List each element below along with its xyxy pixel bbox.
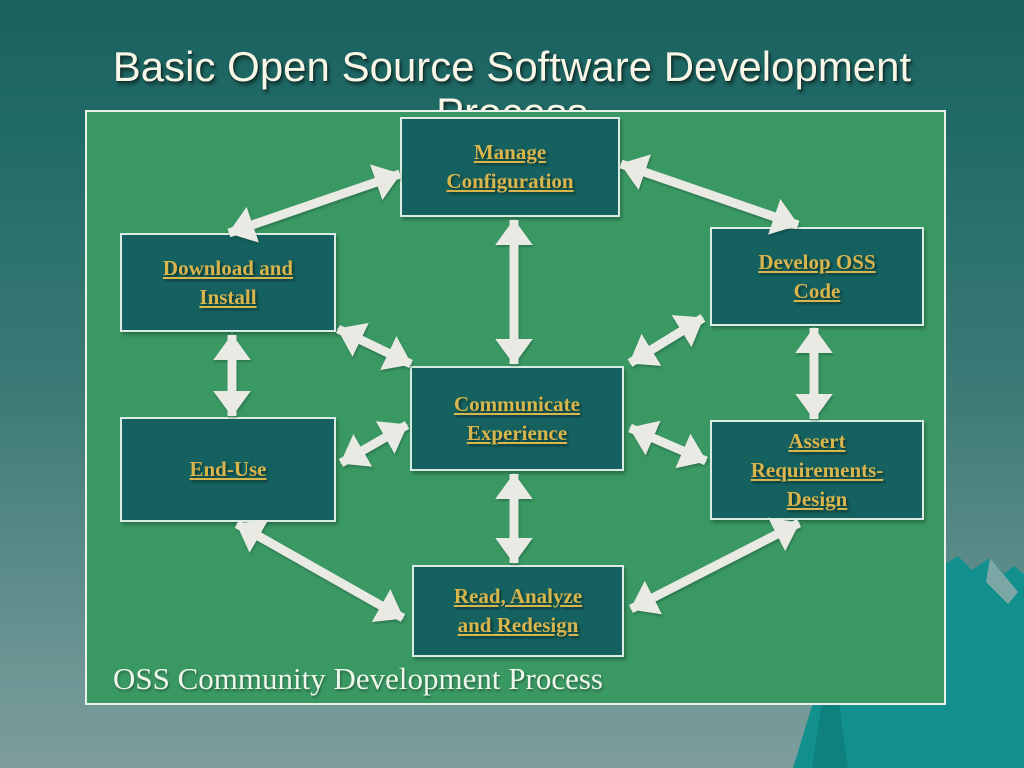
node-develop-oss-code[interactable]: Develop OSS Code xyxy=(710,227,924,326)
node-label-line: End-Use xyxy=(189,457,267,481)
node-label-line: Requirements- xyxy=(750,457,884,482)
mountain-light-facet xyxy=(986,558,1018,604)
node-manage-configuration[interactable]: Manage Configuration xyxy=(400,117,620,217)
node-label-line: Manage xyxy=(473,140,547,164)
panel-caption: OSS Community Development Process xyxy=(113,661,603,696)
node-assert-requirements-design[interactable]: Assert Requirements- Design xyxy=(710,420,924,520)
node-read-analyze-redesign[interactable]: Read, Analyze and Redesign xyxy=(412,565,624,657)
diagram-panel: Manage Configuration Download and Instal… xyxy=(85,110,946,705)
node-label-line: Communicate xyxy=(454,391,580,416)
arrow-manage-configuration-develop-oss-code xyxy=(619,154,800,235)
node-label-line: Develop OSS xyxy=(758,249,876,274)
node-end-use[interactable]: End-Use xyxy=(120,417,336,522)
arrow-communicate-experience-assert-requirements-design xyxy=(628,420,708,469)
node-label-line: and Redesign xyxy=(457,613,579,637)
arrow-manage-configuration-download-install xyxy=(227,164,402,243)
node-label-line: Read, Analyze xyxy=(453,584,583,608)
arrow-end-use-read-analyze-redesign xyxy=(234,519,406,623)
slide-title-line1: Basic Open Source Software Development xyxy=(112,43,912,91)
node-label-line: Install xyxy=(199,284,257,309)
arrow-end-use-communicate-experience xyxy=(338,421,410,467)
node-label-line: Download and xyxy=(162,255,294,280)
node-label-line: Design xyxy=(786,486,848,511)
mountain-dark-facet xyxy=(812,674,848,768)
node-label-line: Experience xyxy=(466,420,568,445)
arrow-communicate-experience-develop-oss-code xyxy=(627,314,706,367)
node-communicate-experience[interactable]: Communicate Experience xyxy=(410,366,624,471)
slide-title: Basic Open Source Software Development P… xyxy=(0,44,1024,136)
node-download-and-install[interactable]: Download and Install xyxy=(120,233,336,332)
arrow-assert-requirements-design-read-analyze-redesign xyxy=(628,517,802,615)
arrow-download-install-communicate-experience xyxy=(336,322,413,371)
node-label-line: Code xyxy=(793,278,841,303)
node-label-line: Configuration xyxy=(446,169,574,193)
node-label-line: Assert xyxy=(788,428,846,453)
